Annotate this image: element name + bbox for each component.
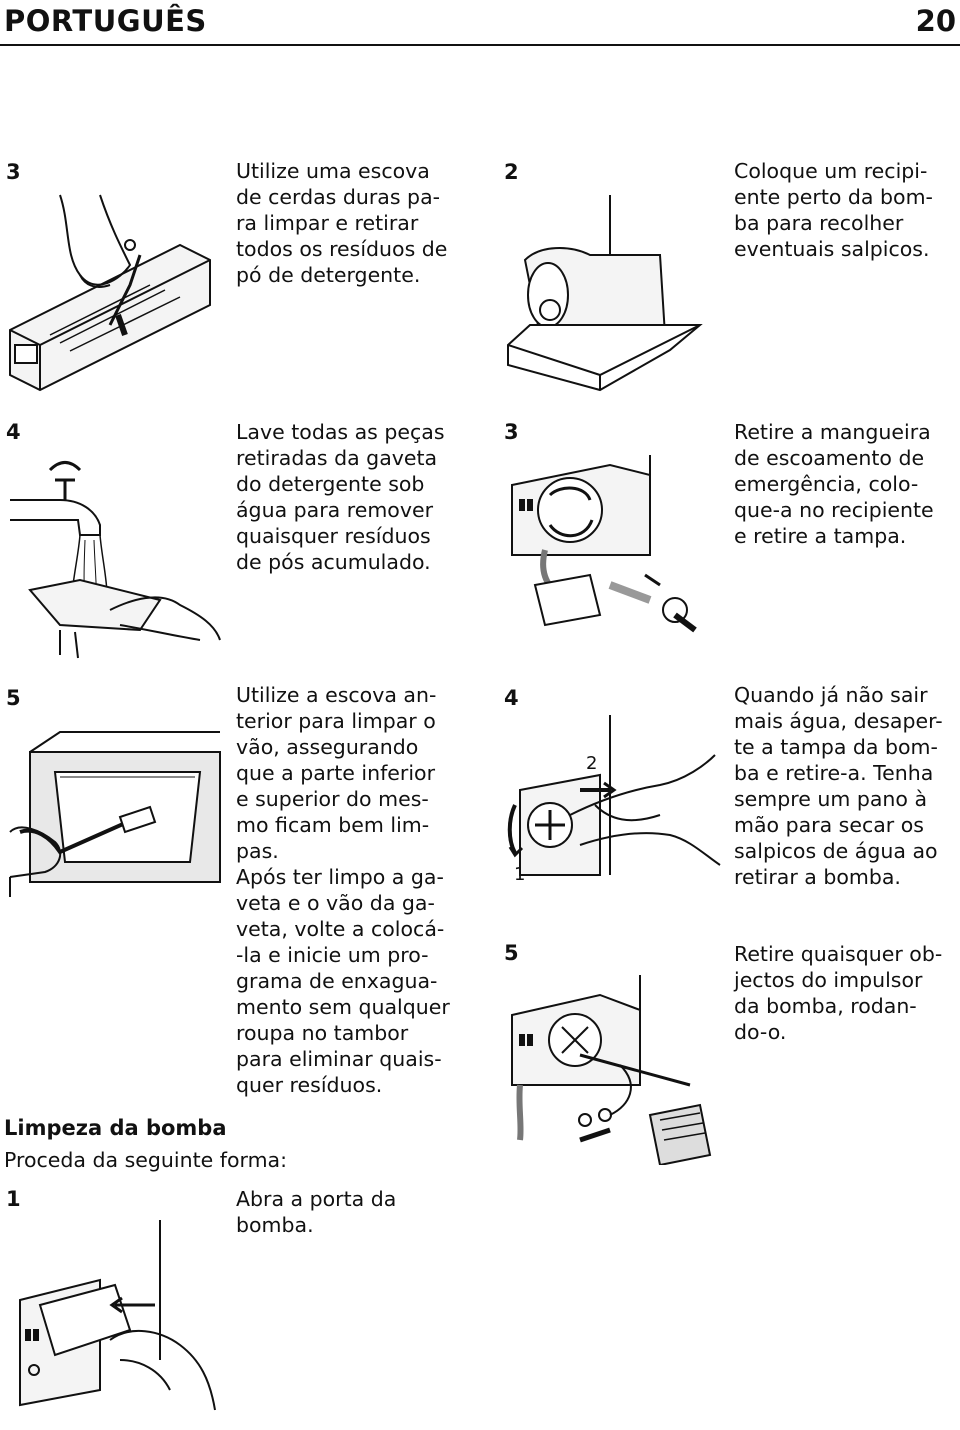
step-description: Coloque um recipi- ente perto da bom- ba…: [734, 159, 933, 261]
step-number: 3: [6, 160, 21, 184]
section-subtitle: Proceda da seguinte forma:: [4, 1148, 288, 1172]
open-pump-door-illustration: [0, 1220, 230, 1420]
step-description: Utilize a escova an- terior para limpar …: [236, 683, 450, 1097]
step-description: Utilize uma escova de cerdas duras pa- r…: [236, 159, 448, 287]
step-number: 3: [504, 420, 519, 444]
detergent-drawer-brush-illustration: [0, 185, 230, 395]
step-description: Retire quaisquer ob- jectos do impulsor …: [734, 942, 943, 1044]
step-description: Abra a porta da bomba.: [236, 1187, 397, 1237]
figure-label: 1: [514, 864, 525, 885]
header-divider: [0, 44, 960, 46]
step-number: 4: [504, 686, 519, 710]
figure-label: 2: [586, 753, 597, 774]
step-description: Retire a mangueira de escoamento de emer…: [734, 420, 934, 548]
step-description: Lave todas as peças retiradas da gaveta …: [236, 420, 445, 574]
step-number: 2: [504, 160, 519, 184]
page-number: 20: [915, 4, 956, 38]
emergency-hose-illustration: [500, 445, 715, 665]
tap-washing-parts-illustration: [0, 440, 230, 670]
step-number: 5: [504, 941, 519, 965]
step-number: 5: [6, 686, 21, 710]
pump-impeller-illustration: [500, 965, 715, 1165]
container-near-pump-illustration: [500, 185, 710, 395]
section-title: Limpeza da bomba: [4, 1116, 227, 1140]
unscrew-pump-cap-illustration: 2 1: [500, 705, 725, 895]
drawer-recess-brush-illustration: [0, 712, 230, 902]
step-number: 4: [6, 420, 21, 444]
step-description: Quando já não sair mais água, desaper- t…: [734, 683, 943, 889]
step-number: 1: [6, 1187, 21, 1211]
page-header: PORTUGUÊS 20: [0, 0, 960, 46]
language-title: PORTUGUÊS: [4, 4, 207, 38]
